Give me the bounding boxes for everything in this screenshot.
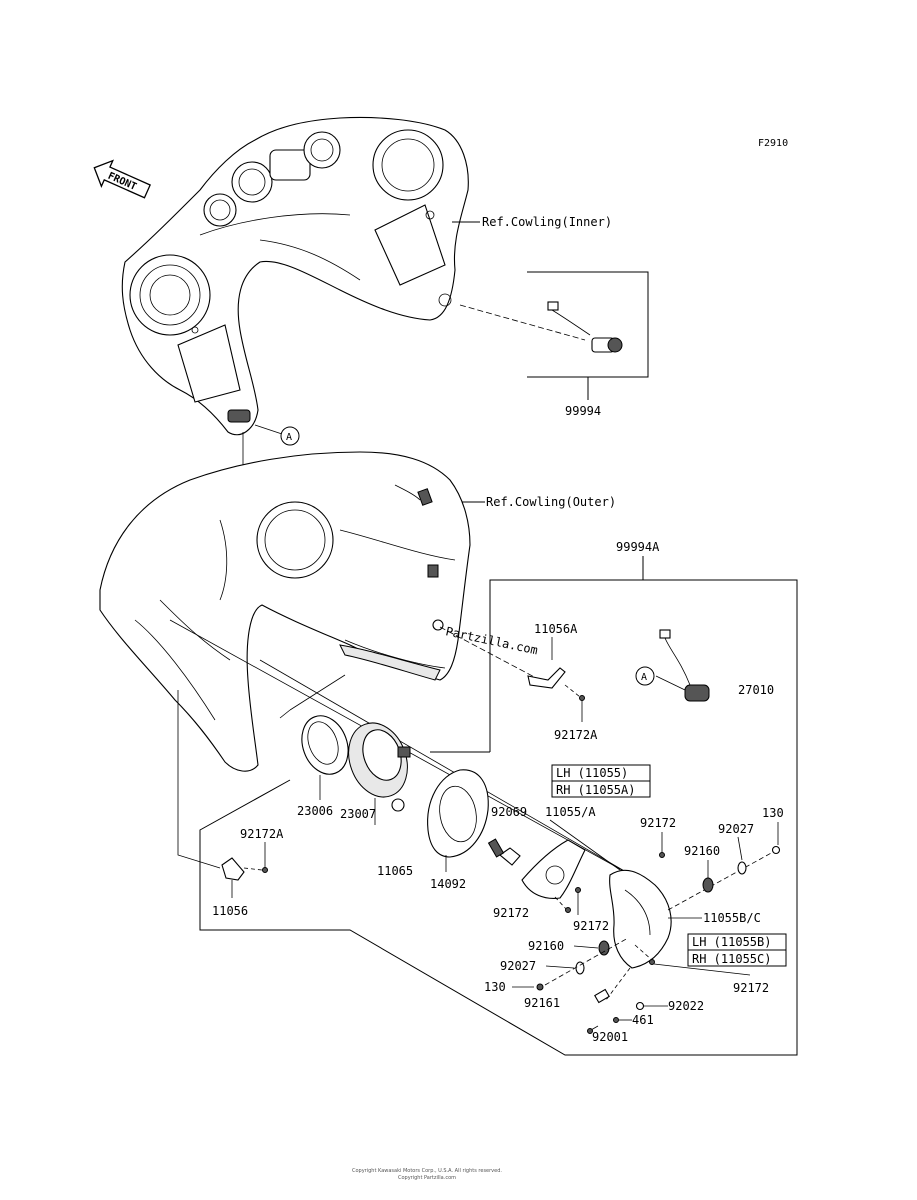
part-92172-d-label: 92172 <box>733 981 769 995</box>
part-23006-label: 23006 <box>297 804 333 818</box>
part-11055A-label: 11055/A <box>545 805 596 819</box>
svg-text:RH (11055C): RH (11055C) <box>692 952 771 966</box>
variant-box-11055b: LH (11055B) RH (11055C) <box>687 933 787 967</box>
clip-461 <box>594 988 610 1004</box>
callout-a-upper <box>280 426 300 446</box>
bracket-11056 <box>221 857 245 881</box>
front-arrow-icon: FRONT <box>93 159 151 199</box>
bracket-11055 <box>521 839 586 899</box>
part-92172-a-label: 92172 <box>640 816 676 830</box>
inner-cowling-drawing <box>121 116 469 436</box>
part-92027-a-label: 92027 <box>718 822 754 836</box>
part-99994-label: 99994 <box>565 404 601 418</box>
callout-a-lower <box>635 666 655 686</box>
housing-23007 <box>348 722 411 798</box>
connector-27010 <box>659 629 710 702</box>
part-92027-b-label: 92027 <box>500 959 536 973</box>
bracket-11056A <box>527 667 566 689</box>
part-92172A-left-label: 92172A <box>240 827 284 841</box>
part-92001-label: 92001 <box>592 1030 628 1044</box>
part-461-label: 461 <box>632 1013 654 1027</box>
svg-text:RH (11055A): RH (11055A) <box>556 783 635 797</box>
ring-23006 <box>301 715 349 775</box>
footer-copyright-1: Copyright Kawasaki Motors Corp., U.S.A. … <box>352 1168 502 1174</box>
part-11056-label: 11056 <box>212 904 248 918</box>
reflector-14092 <box>427 769 489 858</box>
part-92069-label: 92069 <box>491 805 527 819</box>
figure-code: F2910 <box>758 138 788 149</box>
watermark-text: Partzilla.com <box>444 624 539 657</box>
part-92172A-top-label: 92172A <box>554 728 598 742</box>
part-130-a-label: 130 <box>762 806 784 820</box>
part-11065-label: 11065 <box>377 864 413 878</box>
part-92160-b-label: 92160 <box>528 939 564 953</box>
footer-copyright-2: Copyright Partzilla.com <box>398 1175 456 1181</box>
part-92022-label: 92022 <box>668 999 704 1013</box>
connector-99994 <box>547 301 623 353</box>
ref-cowling-inner-label: Ref.Cowling(Inner) <box>482 215 612 229</box>
part-92172-c-label: 92172 <box>493 906 529 920</box>
variant-box-11055: LH (11055) RH (11055A) <box>551 764 651 798</box>
part-92160-a-label: 92160 <box>684 844 720 858</box>
ref-cowling-outer-label: Ref.Cowling(Outer) <box>486 495 616 509</box>
part-14092-label: 14092 <box>430 877 466 891</box>
part-27010-label: 27010 <box>738 683 774 697</box>
part-92172-b-label: 92172 <box>573 919 609 933</box>
part-11055BC-label: 11055B/C <box>703 911 761 925</box>
part-23007-label: 23007 <box>340 807 376 821</box>
callout-a-upper-text: A <box>286 432 292 443</box>
part-99994A-label: 99994A <box>616 540 660 554</box>
svg-text:LH (11055): LH (11055) <box>556 766 628 780</box>
part-11056A-label: 11056A <box>534 622 578 636</box>
callout-a-lower-text: A <box>641 672 647 683</box>
svg-text:LH (11055B): LH (11055B) <box>692 935 771 949</box>
outer-cowling-drawing <box>99 451 471 772</box>
bracket-11055BC <box>609 869 672 969</box>
part-130-b-label: 130 <box>484 980 506 994</box>
bulb-92069 <box>487 838 521 866</box>
part-92161-label: 92161 <box>524 996 560 1010</box>
